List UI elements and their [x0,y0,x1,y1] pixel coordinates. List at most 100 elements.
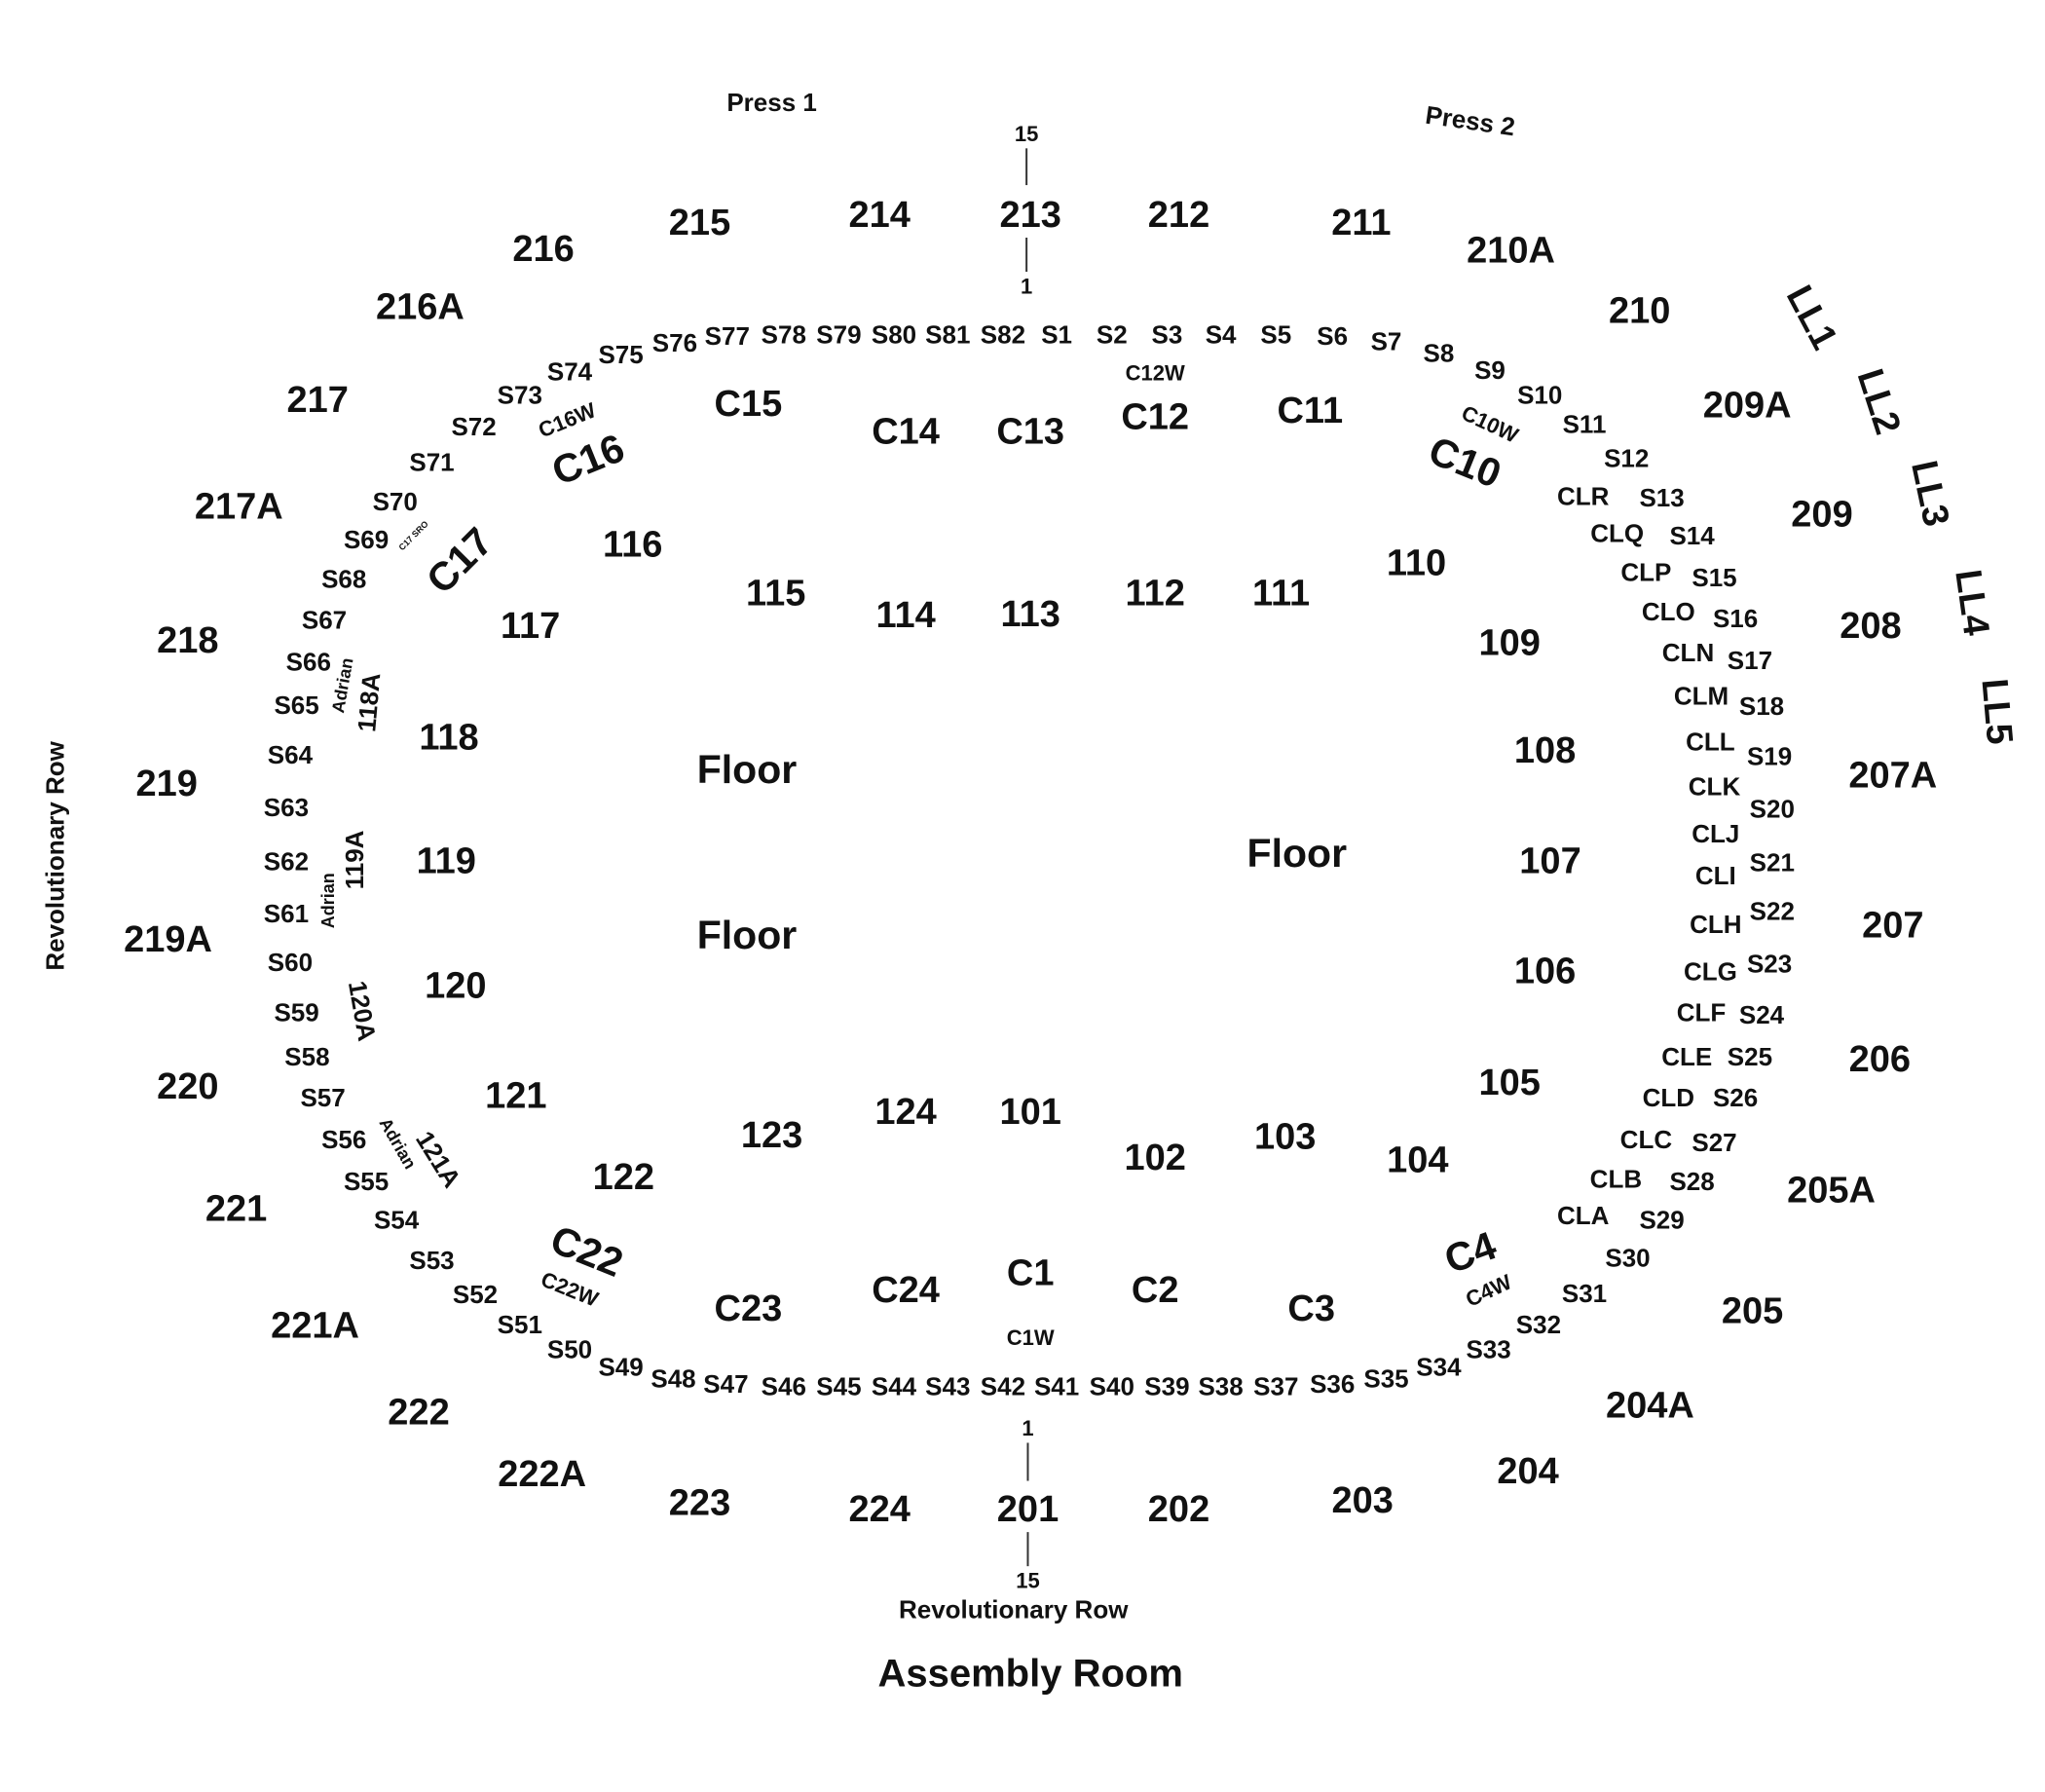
section-118a[interactable]: 118A [352,671,386,732]
section-217a[interactable]: 217A [195,486,283,527]
suite-s41[interactable]: S41 [1034,1372,1079,1401]
suite-s35[interactable]: S35 [1363,1363,1408,1393]
section-217[interactable]: 217 [286,380,348,421]
revolutionary-row-label-left[interactable]: Revolutionary Row [41,740,70,970]
suite-s42[interactable]: S42 [981,1372,1025,1401]
loft-ll1[interactable]: LL1 [1778,280,1845,356]
section-123[interactable]: 123 [741,1115,802,1156]
suite-s60[interactable]: S60 [268,948,313,977]
suite-s71[interactable]: S71 [409,448,454,477]
suite-s61[interactable]: S61 [264,899,309,928]
club-section-c13[interactable]: C13 [996,412,1064,453]
section-212[interactable]: 212 [1148,195,1209,236]
floor-label-2[interactable]: Floor [1247,831,1348,876]
club-loge-cln[interactable]: CLN [1662,638,1714,667]
club-section-c17[interactable]: C17 [418,519,502,603]
suite-s49[interactable]: S49 [598,1352,643,1381]
suite-s8[interactable]: S8 [1423,339,1454,368]
section-119a[interactable]: 119A [340,830,369,889]
suite-s44[interactable]: S44 [872,1372,917,1401]
club-loge-clo[interactable]: CLO [1642,597,1695,626]
club-loge-clk[interactable]: CLK [1689,772,1741,802]
section-222a[interactable]: 222A [498,1454,586,1495]
suite-s31[interactable]: S31 [1562,1279,1607,1308]
section-209a[interactable]: 209A [1703,386,1792,427]
suite-s45[interactable]: S45 [816,1372,861,1401]
suite-s11[interactable]: S11 [1563,409,1607,438]
club-section-c15[interactable]: C15 [715,384,783,425]
suite-s19[interactable]: S19 [1747,741,1792,770]
club-wheelchair-c1w[interactable]: C1W [1007,1325,1055,1350]
suite-s68[interactable]: S68 [321,565,366,594]
suite-s64[interactable]: S64 [268,740,314,769]
club-loge-clq[interactable]: CLQ [1590,518,1644,547]
section-213[interactable]: 213 [999,195,1060,236]
suite-s46[interactable]: S46 [762,1372,806,1401]
section-215[interactable]: 215 [669,203,730,243]
section-207a[interactable]: 207A [1848,756,1937,797]
suite-s48[interactable]: S48 [651,1363,695,1393]
suite-s33[interactable]: S33 [1466,1335,1510,1364]
suite-s1[interactable]: S1 [1041,320,1072,350]
club-loge-clm[interactable]: CLM [1674,681,1729,710]
club-loge-cld[interactable]: CLD [1643,1083,1694,1112]
loft-ll2[interactable]: LL2 [1849,364,1909,439]
section-220[interactable]: 220 [157,1066,218,1107]
section-109[interactable]: 109 [1478,623,1540,664]
section-122[interactable]: 122 [593,1157,654,1198]
club-section-c3[interactable]: C3 [1287,1288,1335,1329]
suite-s18[interactable]: S18 [1739,691,1784,721]
club-loge-clh[interactable]: CLH [1690,910,1741,939]
section-210[interactable]: 210 [1609,291,1670,332]
club-loge-clg[interactable]: CLG [1684,957,1737,987]
club-section-c1[interactable]: C1 [1007,1253,1055,1294]
loft-ll5[interactable]: LL5 [1973,677,2020,746]
suite-s73[interactable]: S73 [498,381,542,410]
suite-s20[interactable]: S20 [1750,794,1795,823]
section-219a[interactable]: 219A [124,919,212,960]
revolutionary-row-label-bottom[interactable]: Revolutionary Row [899,1595,1129,1624]
section-106[interactable]: 106 [1514,952,1576,992]
section-110[interactable]: 110 [1387,542,1446,583]
suite-s10[interactable]: S10 [1517,381,1562,410]
suite-s69[interactable]: S69 [344,525,389,554]
row-marker-201-last[interactable]: 15 [1016,1569,1039,1593]
section-119[interactable]: 119 [417,840,476,881]
suite-s78[interactable]: S78 [762,320,806,350]
suite-s3[interactable]: S3 [1151,320,1182,350]
section-113[interactable]: 113 [1001,594,1060,635]
section-118[interactable]: 118 [419,718,478,759]
map-title[interactable]: Assembly Room [877,1653,1182,1696]
club-section-c11[interactable]: C11 [1277,391,1343,431]
section-115[interactable]: 115 [746,573,805,614]
section-111[interactable]: 111 [1252,573,1310,614]
suite-s37[interactable]: S37 [1253,1372,1298,1401]
suite-s52[interactable]: S52 [453,1280,498,1309]
suite-s79[interactable]: S79 [816,320,861,350]
row-marker-213-first[interactable]: 1 [1021,274,1032,298]
club-loge-cll[interactable]: CLL [1686,728,1735,757]
suite-s2[interactable]: S2 [1097,320,1128,350]
club-section-c23[interactable]: C23 [715,1288,783,1329]
suite-s28[interactable]: S28 [1669,1167,1714,1196]
section-201[interactable]: 201 [997,1489,1059,1530]
section-120a[interactable]: 120A [343,979,382,1044]
section-121[interactable]: 121 [485,1076,546,1117]
adrian-label-119a[interactable]: Adrian [318,873,338,928]
section-124[interactable]: 124 [874,1092,936,1133]
press-box-2[interactable]: Press 2 [1424,100,1517,142]
suite-s32[interactable]: S32 [1516,1310,1561,1339]
section-204[interactable]: 204 [1497,1451,1558,1492]
suite-s4[interactable]: S4 [1206,320,1237,350]
club-section-c2[interactable]: C2 [1132,1270,1179,1311]
club-loge-cle[interactable]: CLE [1661,1042,1712,1071]
suite-s17[interactable]: S17 [1728,646,1772,675]
suite-s82[interactable]: S82 [981,320,1025,350]
suite-s25[interactable]: S25 [1728,1042,1772,1071]
suite-s22[interactable]: S22 [1750,897,1795,926]
floor-label-3[interactable]: Floor [697,913,798,957]
section-108[interactable]: 108 [1514,730,1576,771]
club-loge-clp[interactable]: CLP [1620,558,1671,587]
suite-s56[interactable]: S56 [321,1125,366,1154]
section-104[interactable]: 104 [1387,1140,1448,1181]
